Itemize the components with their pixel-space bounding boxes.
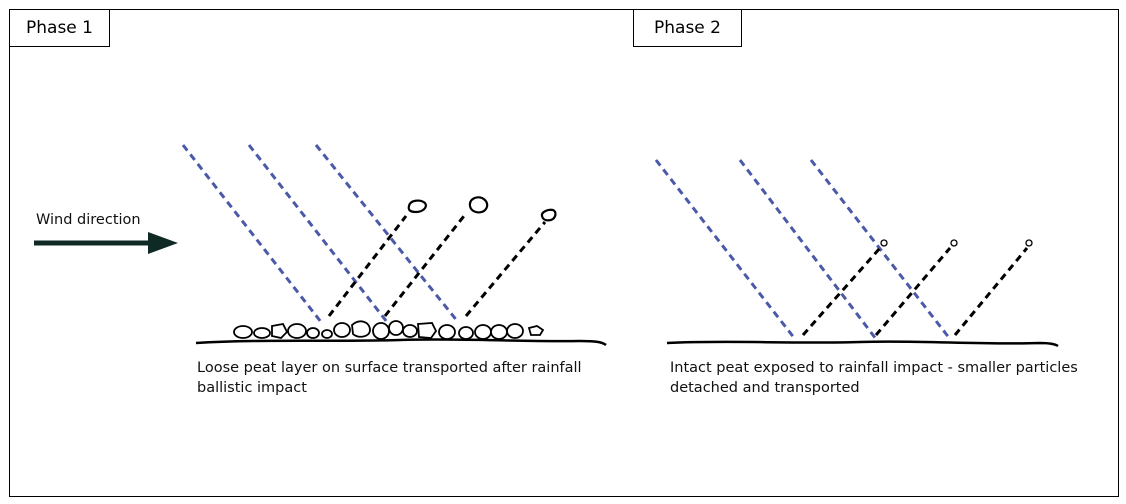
peat-clod-icon xyxy=(438,324,456,340)
peat-clod-icon xyxy=(402,324,418,338)
peat-clod-icon xyxy=(527,325,545,336)
peat-clod-icon xyxy=(388,320,404,336)
phase1-ejected-particles xyxy=(407,196,557,222)
peat-clod-icon xyxy=(506,323,524,339)
phase2-small-particles xyxy=(880,239,1033,247)
splash-line xyxy=(383,215,466,317)
phase2-rain-lines xyxy=(654,159,952,340)
phase2-caption-line2: detached and transported xyxy=(670,380,860,396)
peat-clod-icon xyxy=(271,322,289,339)
splash-line xyxy=(874,247,952,336)
wind-arrow-icon xyxy=(34,232,178,254)
phase2-caption: Intact peat exposed to rainfall impact -… xyxy=(670,358,1078,398)
rain-line xyxy=(809,159,952,340)
small-particle-icon xyxy=(1025,239,1033,247)
phase1-caption-line2: ballistic impact xyxy=(197,380,307,396)
phase1-rain-lines xyxy=(181,144,460,323)
peat-clod-icon xyxy=(468,196,489,214)
peat-clod-icon xyxy=(287,323,307,339)
peat-clod-icon xyxy=(458,326,474,340)
peat-clod-icon xyxy=(306,327,320,339)
rain-line xyxy=(181,144,323,323)
peat-clod-icon xyxy=(490,324,508,340)
peat-clod-icon xyxy=(407,199,427,214)
splash-line xyxy=(953,247,1029,336)
phase1-caption: Loose peat layer on surface transported … xyxy=(197,358,582,398)
peat-clod-icon xyxy=(233,325,253,339)
phase1-label: Phase 1 xyxy=(9,9,110,47)
peat-clod-icon xyxy=(474,324,492,340)
phase1-ground-line xyxy=(195,338,607,347)
peat-clod-icon xyxy=(253,327,271,339)
peat-clod-icon xyxy=(351,320,371,338)
rain-line xyxy=(247,144,389,323)
splash-line xyxy=(464,221,547,317)
diagram-frame xyxy=(9,9,1119,497)
rain-line xyxy=(314,144,460,323)
phase2-splash-lines xyxy=(801,247,1029,336)
small-particle-icon xyxy=(880,239,888,247)
phase1-caption-line1: Loose peat layer on surface transported … xyxy=(197,360,582,376)
peat-clod-icon xyxy=(321,329,333,339)
phase2-ground-line xyxy=(666,340,1059,348)
loose-peat-layer xyxy=(233,320,545,340)
rain-line xyxy=(654,159,797,340)
peat-clod-icon xyxy=(540,208,557,222)
phase2-label: Phase 2 xyxy=(633,9,742,47)
rain-line xyxy=(738,159,878,340)
phase1-splash-lines xyxy=(327,215,547,317)
phase2-caption-line1: Intact peat exposed to rainfall impact -… xyxy=(670,360,1078,376)
wind-direction-label: Wind direction xyxy=(36,212,141,228)
peat-clod-icon xyxy=(417,322,438,339)
peat-clod-icon xyxy=(333,322,351,338)
peat-clod-icon xyxy=(372,322,390,340)
small-particle-icon xyxy=(950,239,958,247)
splash-line xyxy=(327,215,408,317)
splash-line xyxy=(801,247,882,336)
